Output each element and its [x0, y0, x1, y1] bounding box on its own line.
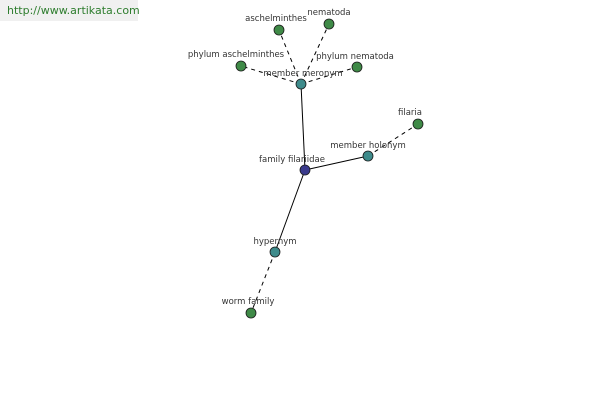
edge-member_meronym-to-phylum_aschelminthes: [240, 65, 302, 85]
label-filaria: filaria: [398, 108, 422, 118]
watermark-url: http://www.artikata.com: [0, 0, 140, 21]
label-member-holonym: member holonym: [330, 141, 405, 151]
label-worm-family: worm family: [222, 297, 275, 307]
nodes-layer: [235, 18, 424, 319]
edge-family_filariidae-to-member_holonym: [304, 155, 369, 171]
label-hypernym: hypernym: [253, 237, 296, 247]
node-worm-family[interactable]: [245, 307, 257, 319]
node-family-filariidae[interactable]: [299, 164, 311, 176]
labels-layer: family filariidae member meronym member ho…: [188, 8, 422, 307]
edge-family_filariidae-to-hypernym: [274, 169, 306, 253]
edge-family_filariidae-to-member_meronym: [300, 83, 306, 171]
node-filaria[interactable]: [412, 118, 424, 130]
edge-member_meronym-to-aschelminthes: [278, 29, 302, 85]
node-aschelminthes[interactable]: [273, 24, 285, 36]
node-member-holonym[interactable]: [362, 150, 374, 162]
label-phylum-aschelminthes: phylum aschelminthes: [188, 50, 285, 60]
edge-member_meronym-to-phylum_nematoda: [300, 66, 358, 85]
label-nematoda: nematoda: [307, 8, 350, 18]
node-phylum-nematoda[interactable]: [351, 61, 363, 73]
label-phylum-nematoda: phylum nematoda: [316, 52, 394, 62]
edges-layer: [240, 23, 419, 314]
node-phylum-aschelminthes[interactable]: [235, 60, 247, 72]
node-nematoda[interactable]: [323, 18, 335, 30]
edge-member_holonym-to-filaria: [367, 123, 419, 157]
edge-member_meronym-to-nematoda: [300, 23, 330, 85]
label-aschelminthes: aschelminthes: [245, 14, 307, 24]
edge-hypernym-to-worm_family: [250, 251, 276, 314]
node-hypernym[interactable]: [269, 246, 281, 258]
label-family-filariidae: family filariidae: [259, 155, 325, 165]
label-member-meronym: member meronym: [263, 69, 342, 79]
node-member-meronym[interactable]: [295, 78, 307, 90]
